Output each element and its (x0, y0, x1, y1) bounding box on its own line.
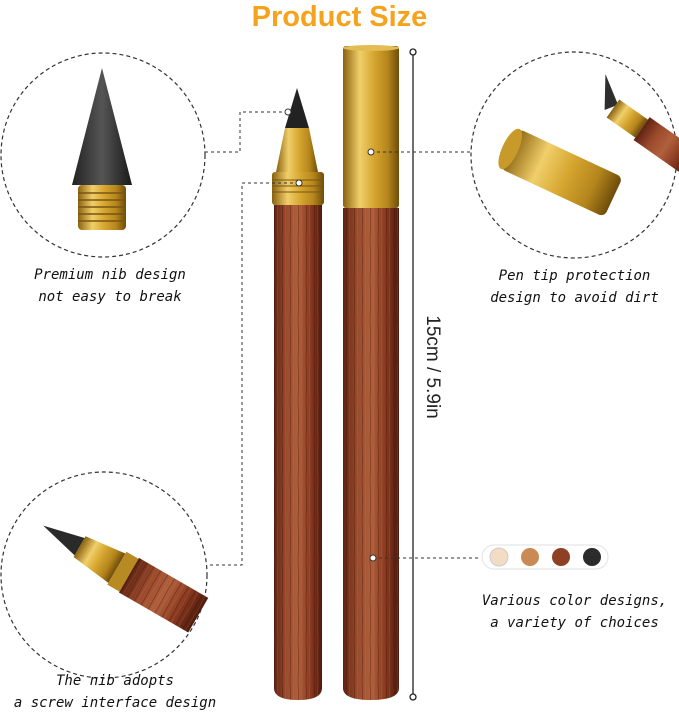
pen-capped (343, 45, 399, 700)
color-caption-line2: a variety of choices (490, 615, 659, 631)
callout-lines (205, 108, 480, 566)
cap-caption-line1: Pen tip protection (498, 268, 651, 284)
pen-with-nib (272, 88, 324, 700)
color-caption: Various color designs, a variety of choi… (470, 590, 679, 634)
screw-caption-line1: The nib adopts (55, 673, 174, 689)
product-size-title: Product Size (251, 1, 428, 33)
nib-caption: Premium nib design not easy to break (0, 264, 220, 308)
cap-caption: Pen tip protection design to avoid dirt (470, 265, 679, 309)
nib-detail-circle (0, 52, 206, 258)
color-caption-line1: Various color designs, (481, 593, 668, 609)
swatch-rosewood (552, 548, 570, 566)
nib-caption-line2: not easy to break (38, 289, 182, 305)
swatch-honey-wood (521, 548, 539, 566)
screw-detail-circle (0, 471, 209, 679)
nib-caption-line1: Premium nib design (34, 267, 186, 283)
cap-detail-circle (470, 51, 679, 259)
screw-caption: The nib adopts a screw interface design (0, 670, 230, 714)
dimension-line (409, 48, 417, 701)
swatch-light-wood (489, 547, 509, 567)
swatch-black (583, 548, 601, 566)
color-swatches (481, 544, 609, 570)
screw-caption-line2: a screw interface design (13, 695, 217, 711)
dimension-label: 15cm / 5.9in (422, 315, 443, 419)
cap-caption-line2: design to avoid dirt (490, 290, 659, 306)
